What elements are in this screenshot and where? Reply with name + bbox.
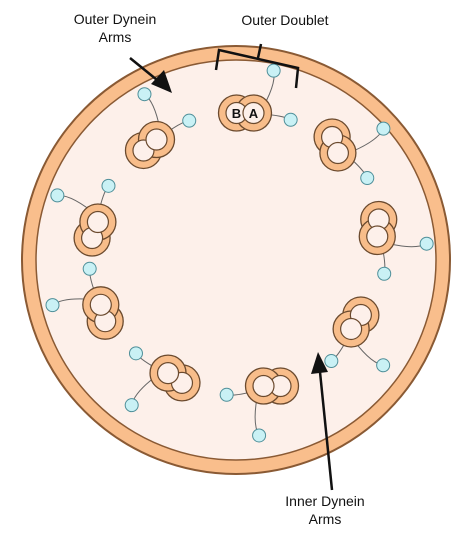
outer-dynein-arm [377,122,390,135]
a-tubule-lumen [341,318,362,339]
outer-dynein-arm [125,399,138,412]
inner-dynein-arms-line2: Arms [270,510,380,528]
outer-dynein-arm [377,359,390,372]
a-tubule-lumen [87,212,108,233]
a-tubule-lumen [253,376,274,397]
inner-dynein-arms-label: Inner Dynein Arms [270,492,380,528]
a-tubule-lumen [327,142,348,163]
outer-dynein-arms-line1: Outer Dynein [60,10,170,28]
tubule-a-label: A [249,106,259,121]
outer-dynein-arm [51,189,64,202]
a-tubule-lumen [158,363,179,384]
inner-dynein-arm [220,388,233,401]
tubule-b-label: B [232,106,241,121]
inner-dynein-arm [83,262,96,275]
outer-dynein-arm [253,429,266,442]
inner-dynein-arm [284,113,297,126]
a-tubule-lumen [367,226,388,247]
outer-doublet-label: Outer Doublet [224,11,346,29]
outer-dynein-arm [420,237,433,250]
inner-dynein-arms-line1: Inner Dynein [270,492,380,510]
inner-dynein-arm [325,355,338,368]
central-space [110,134,362,386]
outer-dynein-arm [138,88,151,101]
outer-dynein-arms-label: Outer Dynein Arms [60,10,170,46]
inner-dynein-arm [183,114,196,127]
inner-dynein-arm [361,172,374,185]
inner-dynein-arm [102,179,115,192]
inner-dynein-arm [129,347,142,360]
inner-dynein-arm [378,267,391,280]
a-tubule-lumen [90,294,111,315]
a-tubule-lumen [146,129,167,150]
outer-dynein-arms-line2: Arms [60,28,170,46]
outer-dynein-arm [267,64,280,77]
outer-dynein-arm [46,299,59,312]
